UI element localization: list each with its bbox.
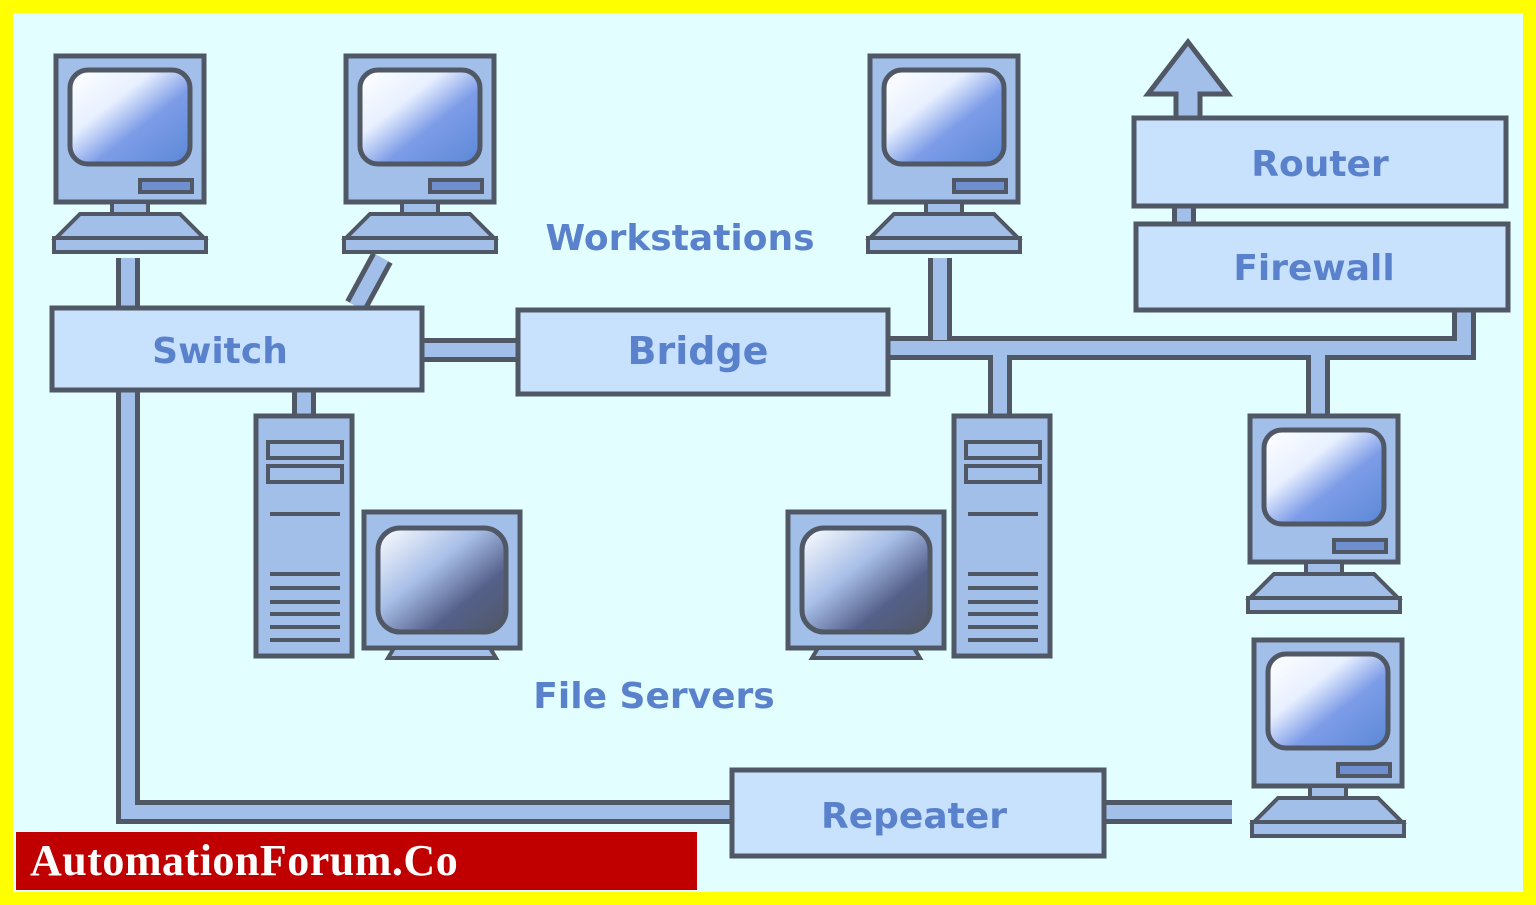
workstation-icon-4	[1248, 416, 1400, 612]
watermark-banner: AutomationForum.Co	[16, 832, 697, 890]
repeater-label: Repeater	[821, 796, 1007, 837]
file-server-tower-icon-2	[954, 416, 1050, 656]
server-monitor-icon-2	[788, 512, 944, 658]
server-monitor-icon-1	[364, 512, 520, 658]
bridge-device: Bridge	[515, 307, 891, 397]
firewall-device: Firewall	[1133, 221, 1511, 313]
workstation-icon-3	[868, 56, 1020, 252]
router-label: Router	[1251, 144, 1389, 185]
internet-arrow-icon	[1142, 37, 1234, 121]
workstation-icon-1	[54, 56, 206, 252]
file-server-tower-icon-1	[256, 416, 352, 656]
workstation-icon-2	[344, 56, 496, 252]
firewall-label: Firewall	[1233, 248, 1394, 289]
workstations-label: Workstations	[545, 218, 814, 259]
switch-device: Switch	[49, 305, 425, 393]
switch-label: Switch	[152, 331, 288, 372]
workstation-icon-5	[1252, 640, 1404, 836]
file-servers-label: File Servers	[533, 676, 774, 717]
cables	[116, 90, 1476, 824]
repeater-device: Repeater	[729, 767, 1107, 859]
router-device: Router	[1131, 115, 1509, 209]
bridge-label: Bridge	[628, 329, 769, 373]
